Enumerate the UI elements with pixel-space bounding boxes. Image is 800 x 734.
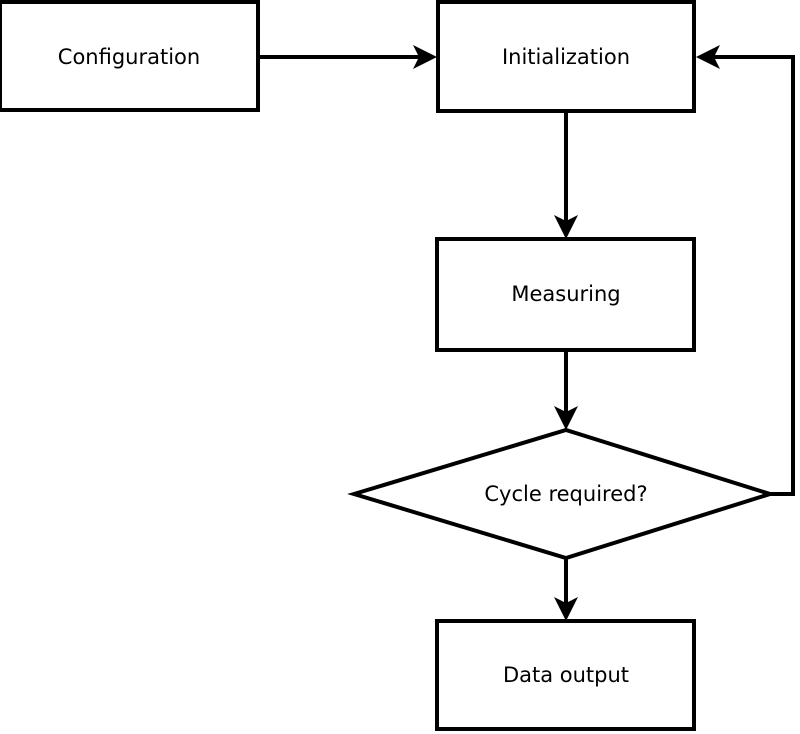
edge-initialization-to-measuring [554, 111, 578, 239]
edge-line [702, 55, 795, 496]
node-measuring[interactable]: Measuring [435, 237, 696, 352]
node-shape-diamond[interactable] [347, 427, 777, 561]
edge-cycle-required-to-data-output [554, 558, 578, 621]
node-shape-rectangle[interactable] [435, 619, 696, 731]
node-label-initialization: Initialization [502, 45, 630, 69]
arrow-head-icon [554, 597, 578, 621]
node-shape-rectangle[interactable] [435, 237, 696, 352]
node-label-measuring: Measuring [511, 282, 620, 306]
arrow-head-icon [554, 406, 578, 430]
node-cycle-required[interactable]: Cycle required? [347, 427, 777, 561]
node-initialization[interactable]: Initialization [436, 0, 696, 113]
arrow-head-icon [413, 45, 437, 69]
node-configuration[interactable]: Configuration [0, 0, 260, 112]
node-label-configuration: Configuration [58, 45, 200, 69]
node-label-data-output: Data output [503, 663, 629, 687]
edge-configuration-to-initialization [258, 45, 437, 69]
node-shape-rectangle[interactable] [0, 0, 260, 112]
node-data-output[interactable]: Data output [435, 619, 696, 731]
node-label-cycle-required: Cycle required? [484, 482, 647, 506]
edge-measuring-to-cycle-required [554, 350, 578, 430]
arrow-head-icon [696, 45, 720, 69]
arrow-head-icon [554, 215, 578, 239]
node-shape-rectangle[interactable] [436, 0, 696, 113]
edge-cycle-required-to-initialization-feedback [696, 45, 795, 496]
